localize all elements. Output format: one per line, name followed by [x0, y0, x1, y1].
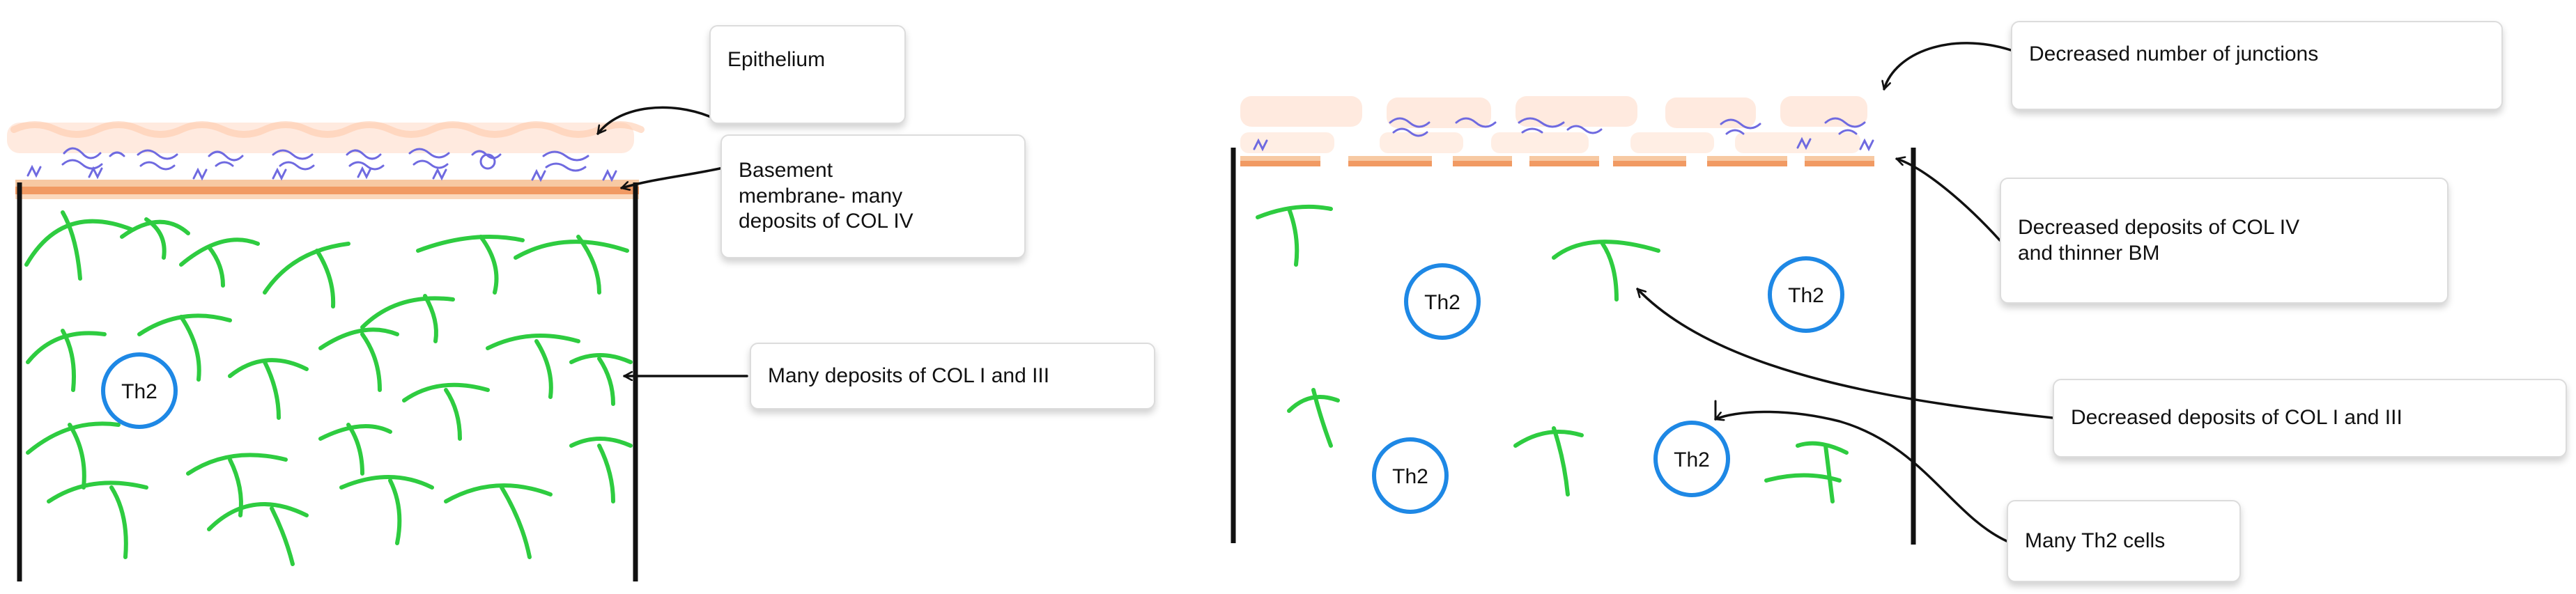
right-collagen-fibers — [1256, 204, 1849, 503]
left-th2-cell: Th2 — [101, 352, 178, 429]
right-th2-cells: Th2 Th2 Th2 Th2 — [1372, 256, 1844, 514]
right-epithelium — [1240, 96, 1867, 153]
th2-label: Th2 — [1424, 291, 1460, 314]
right-th2-cell: Th2 — [1768, 256, 1844, 333]
callout-basement-membrane: Basement membrane- many deposits of COL … — [720, 134, 1026, 258]
th2-label: Th2 — [1392, 465, 1428, 488]
callout-collagen: Many deposits of COL I and III — [750, 343, 1155, 409]
left-panel-healthy: Th2 — [7, 106, 748, 581]
callout-basement-membrane-thinner: Decreased deposits of COL IV and thinner… — [2000, 178, 2448, 304]
th2-label: Th2 — [1674, 448, 1710, 471]
left-collagen-fibers — [24, 210, 633, 566]
arrow-to-epithelium — [596, 106, 712, 135]
callout-th2-cells: Many Th2 cells — [2007, 500, 2241, 582]
left-epithelium — [7, 121, 645, 153]
right-arrows — [1636, 42, 2054, 542]
right-th2-cell: Th2 — [1372, 437, 1449, 514]
right-basement-membrane — [1240, 156, 1874, 166]
left-basement-membrane — [15, 180, 639, 199]
left-cell-junctions — [26, 147, 617, 182]
right-th2-cell: Th2 — [1404, 263, 1481, 340]
arrow-to-basement-membrane — [1895, 159, 2001, 242]
callout-epithelium: Epithelium — [709, 25, 906, 124]
right-th2-cell: Th2 — [1653, 421, 1730, 497]
th2-label: Th2 — [1788, 284, 1824, 307]
th2-label: Th2 — [121, 380, 157, 403]
arrow-to-th2 — [1714, 410, 2008, 542]
arrow-to-collagen — [1636, 288, 2054, 419]
left-arrows — [596, 106, 748, 376]
arrow-to-junctions — [1884, 42, 2012, 91]
right-panel-asthma: Th2 Th2 Th2 Th2 — [1231, 42, 2054, 545]
callout-collagen-decreased: Decreased deposits of COL I and III — [2053, 379, 2567, 458]
arrow-to-basement-membrane — [620, 166, 727, 188]
callout-junctions: Decreased number of junctions — [2011, 21, 2503, 110]
right-cell-junctions — [1253, 117, 1874, 152]
